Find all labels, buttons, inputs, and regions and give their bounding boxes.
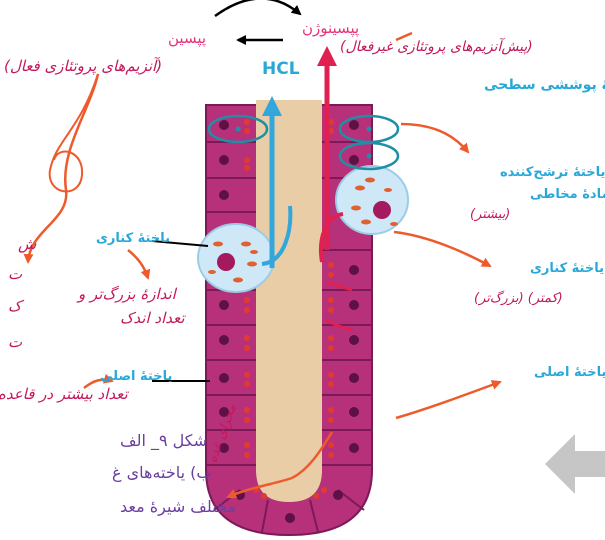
label-chief-right: یاختهٔ اصلی <box>534 366 605 380</box>
label-parietal-left: یاختهٔ کناری <box>96 232 170 246</box>
note-left-partial-4: ت <box>8 334 22 351</box>
note-fewer-larger: (کمتر) (بزرگ‌تر) <box>474 292 563 306</box>
note-larger-size: اندازهٔ بزرگ‌تر و <box>78 286 176 303</box>
note-inactive-proteases: (پیش‌آنزیم‌های پروتئازی غیرفعال) <box>340 40 533 55</box>
label-mucus-cell-1: یاختهٔ ترشح‌کننده <box>500 166 605 180</box>
activation-arc <box>215 0 300 16</box>
grey-arrow <box>545 434 605 494</box>
label-parietal-right: یاختهٔ کناری <box>530 262 604 276</box>
note-active-proteases: (آنزیم‌های پروتئازی فعال) <box>4 58 162 75</box>
label-mucus-cell-2: مادهٔ مخاطی <box>530 188 605 202</box>
doodle-loop <box>50 74 98 191</box>
caption-line-2: ب) یاخته‌های غ <box>112 464 211 482</box>
note-more-at-base: تعداد بیشتر در قاعده <box>0 386 128 403</box>
note-left-partial-1: ش <box>18 236 36 253</box>
caption-line-3: مختلف شیرهٔ معد <box>120 498 236 516</box>
note-left-partial-3: ک <box>8 298 21 315</box>
gland-lumen <box>256 100 322 502</box>
note-left-partial-2: ت <box>8 266 22 283</box>
note-more: (بیشتر) <box>470 208 510 222</box>
label-chief-left: یاختهٔ اصلی <box>100 370 172 384</box>
pepsinogen-label: پپسینوژن <box>302 20 359 37</box>
hcl-label: HCL <box>262 60 300 79</box>
parietal-cell-left <box>198 224 274 292</box>
caption-line-1: شکل ۹_ الف <box>120 432 207 450</box>
note-fewer: تعداد اندک <box>120 310 185 327</box>
parietal-cell-right <box>336 166 408 234</box>
label-surface-cell: یاختهٔ پوششی سطحی <box>484 78 605 93</box>
pepsin-label: پپسین <box>168 30 206 47</box>
